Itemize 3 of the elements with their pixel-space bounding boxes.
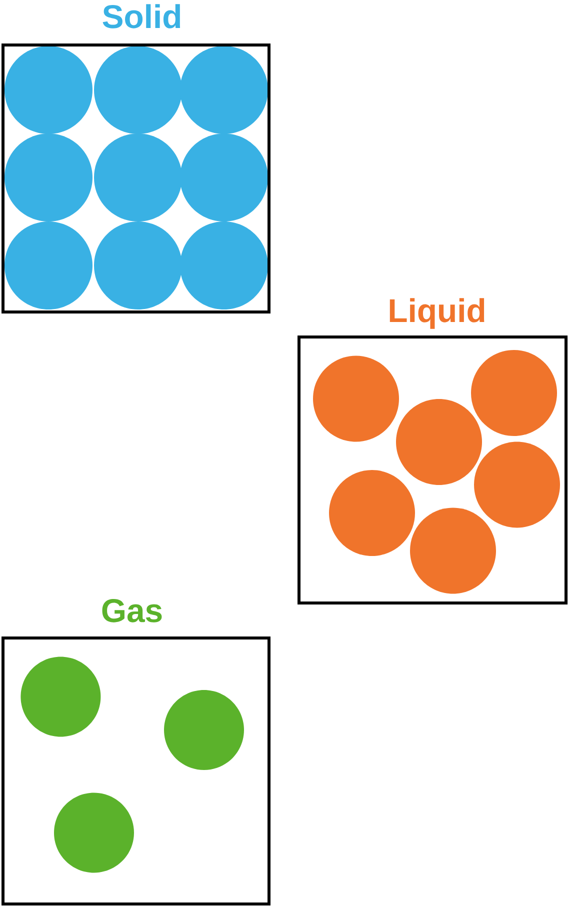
- heading: Solid: [102, 4, 180, 28]
- heading: Liquid: [390, 298, 484, 329]
- heading: Gas: [102, 599, 162, 622]
